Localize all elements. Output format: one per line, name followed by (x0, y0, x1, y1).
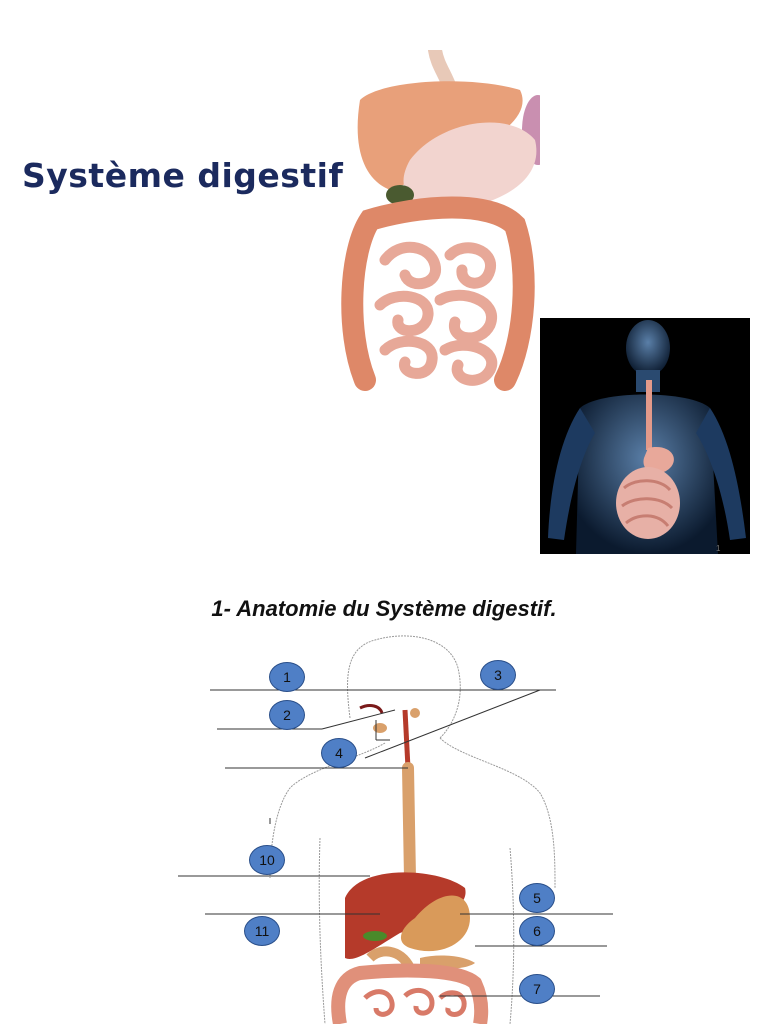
label-6: 6 (519, 916, 555, 946)
digestive-system-diagram (178, 635, 613, 1024)
label-1: 1 (269, 662, 305, 692)
slide-title: Système digestif (22, 156, 344, 195)
label-10: 10 (249, 845, 285, 875)
label-7: 7 (519, 974, 555, 1004)
label-5: 5 (519, 883, 555, 913)
label-3: 3 (480, 660, 516, 690)
human-body-illustration (540, 318, 750, 554)
slide-2: 1- Anatomie du Système digestif. (0, 568, 768, 1024)
label-2: 2 (269, 700, 305, 730)
slide-number: 1 (716, 544, 721, 553)
slide-title-anatomy: 1- Anatomie du Système digestif. (211, 596, 557, 621)
label-11: 11 (244, 916, 280, 946)
label-4: 4 (321, 738, 357, 768)
slide-1: Système digestif (22, 50, 750, 554)
digestive-organs-illustration (341, 50, 540, 391)
